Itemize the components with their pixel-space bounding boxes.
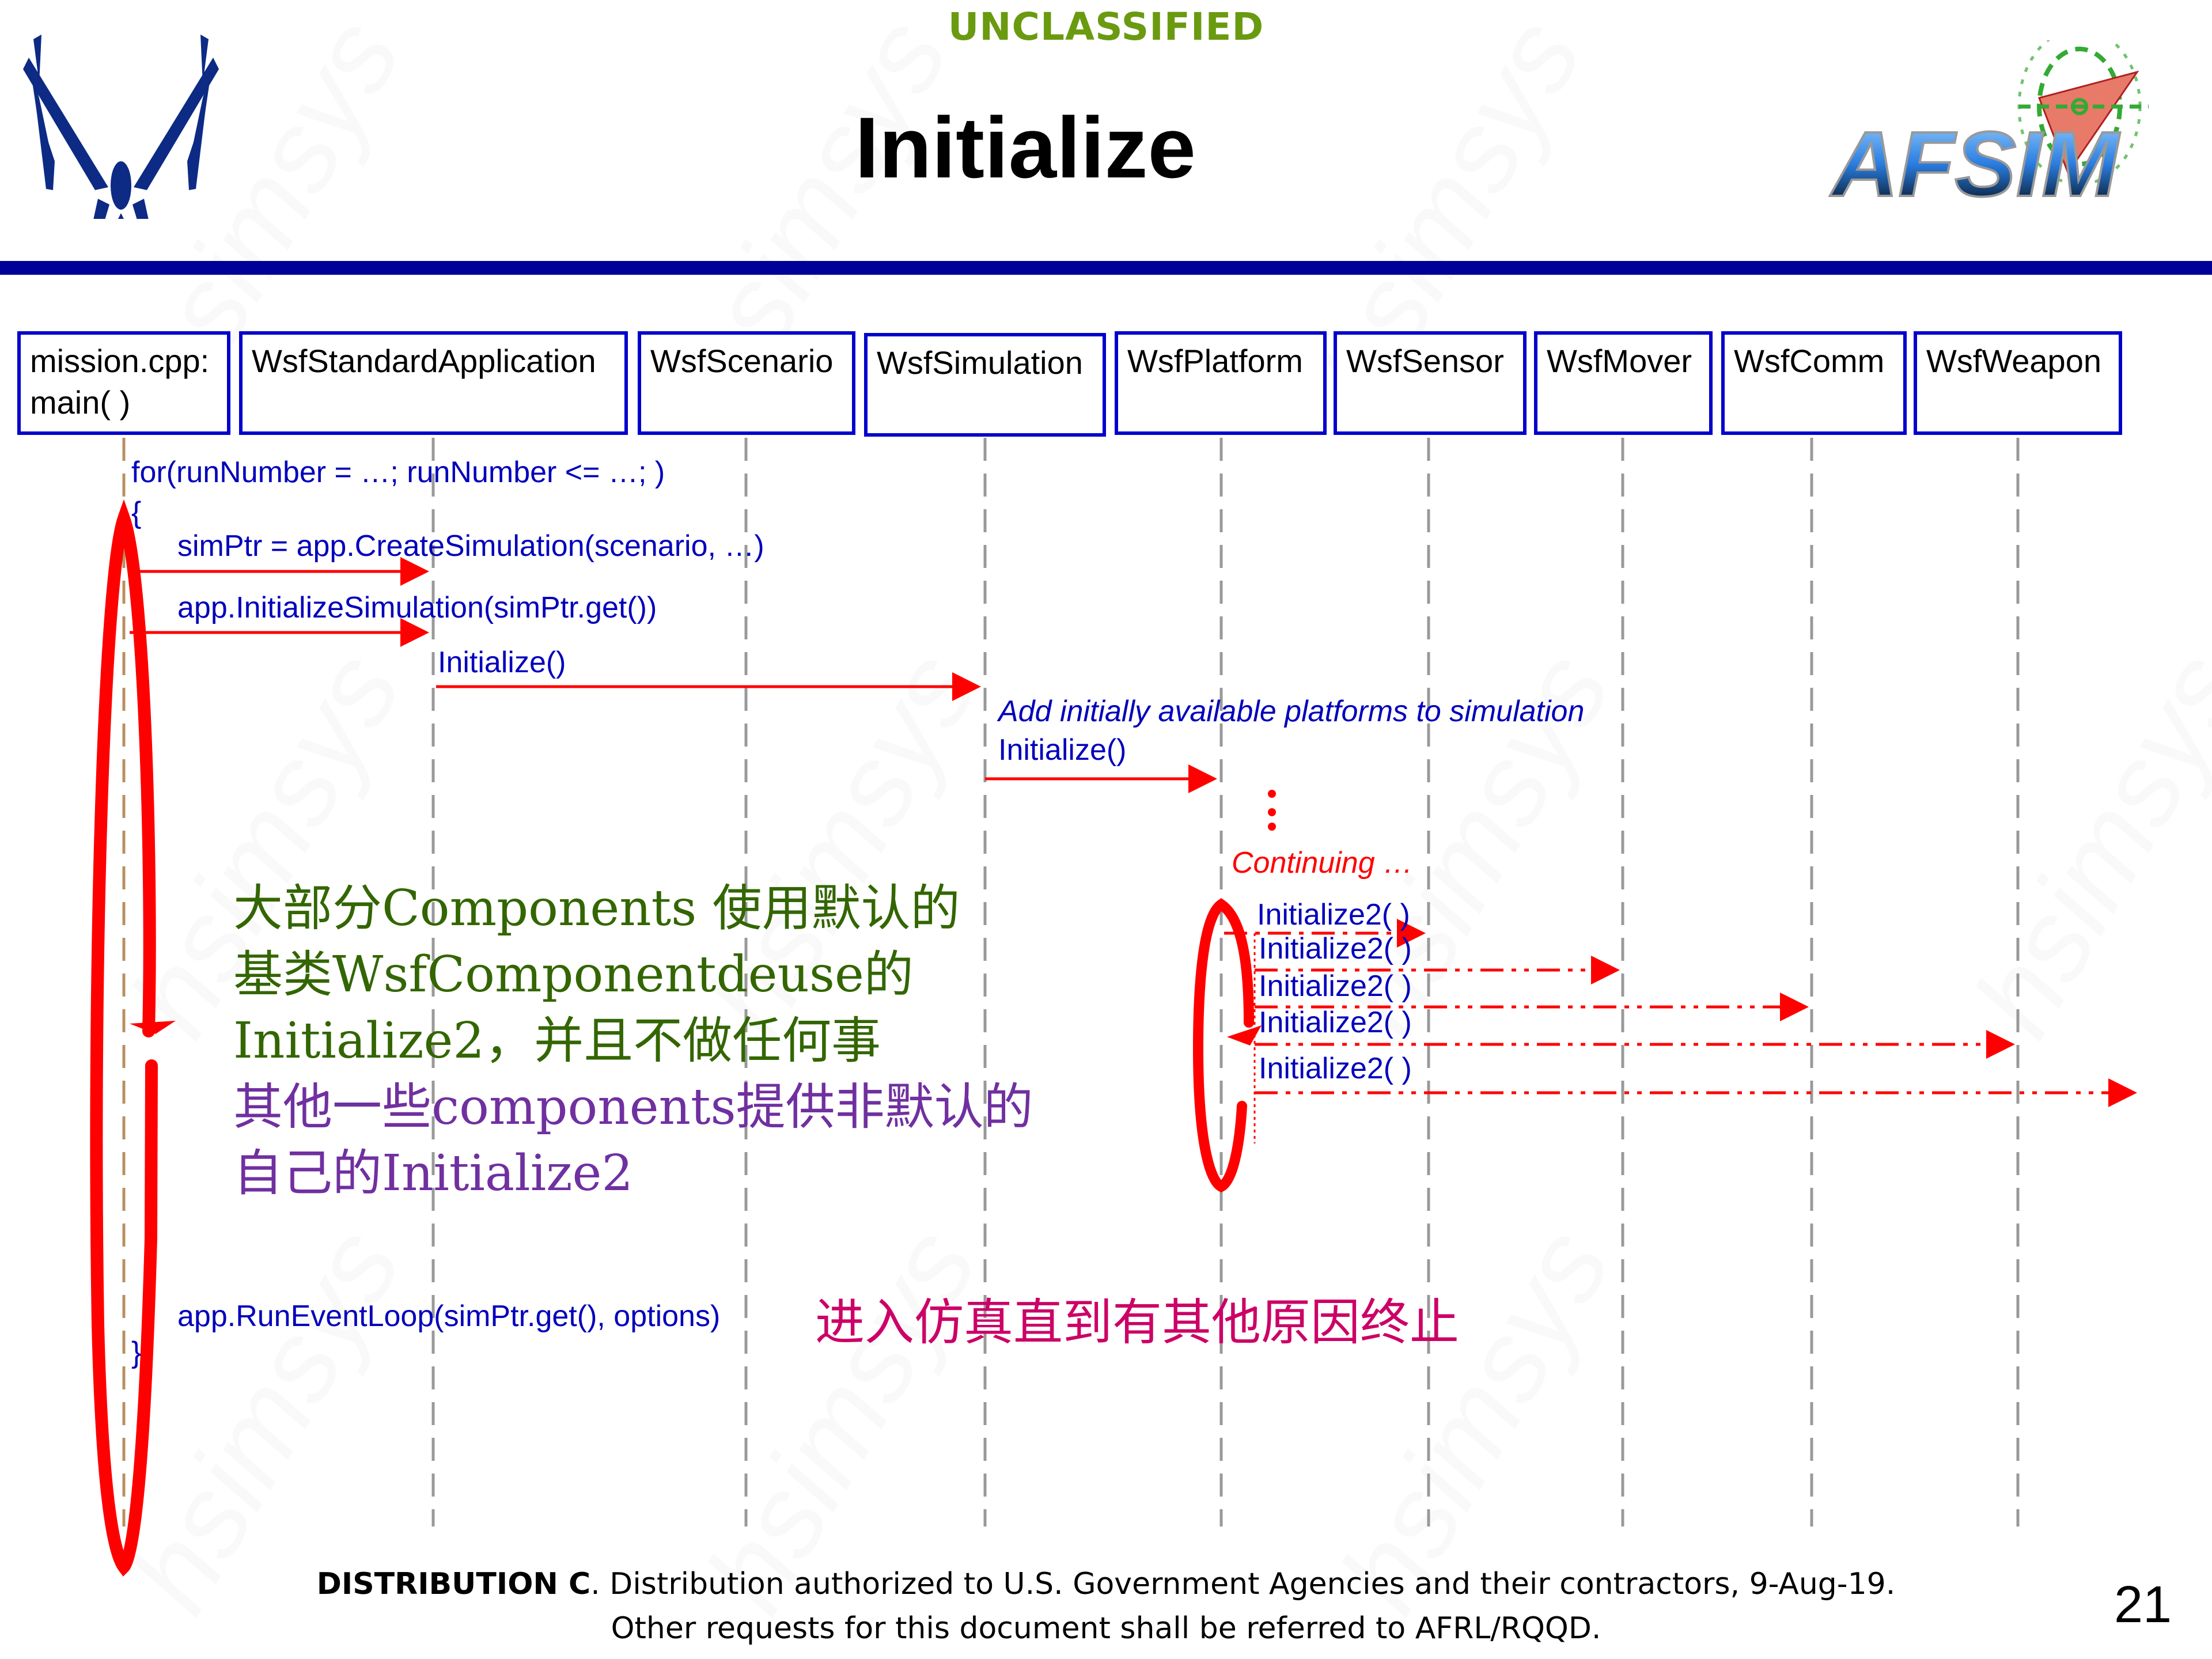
lifeline-label: WsfStandardApplication: [252, 343, 596, 379]
lifeline-label: mission.cpp: main( ): [30, 343, 210, 421]
note-default-initialize2-line3: Initialize2，并且不做任何事: [233, 1012, 881, 1070]
distribution-text: . Distribution authorized to U.S. Govern…: [590, 1567, 1896, 1601]
lifeline-wsf-comm[interactable]: WsfComm: [1721, 331, 1907, 435]
initialize2-weapon-message: Initialize2( ): [1259, 1006, 1412, 1039]
lifeline-wsf-simulation[interactable]: WsfSimulation: [864, 333, 1106, 437]
lifeline-label: WsfMover: [1547, 343, 1692, 379]
component-loop-arrow: [1192, 898, 1254, 1193]
create-simulation-message: simPtr = app.CreateSimulation(scenario, …: [177, 529, 764, 563]
lifeline-wsf-mover[interactable]: WsfMover: [1534, 331, 1713, 435]
header-divider: [0, 261, 2212, 275]
note-custom-initialize2-line1: 其他一些components提供非默认的: [233, 1078, 1033, 1136]
distribution-label: DISTRIBUTION C: [316, 1567, 591, 1601]
afsim-logo: AFSIM: [1828, 40, 2149, 213]
initialize2-comm-message: Initialize2( ): [1259, 969, 1412, 1003]
initialize-simulation-message: app.InitializeSimulation(simPtr.get()): [177, 591, 657, 624]
platform-initialize-message: Initialize(): [998, 733, 1127, 767]
lifeline-wsf-sensor[interactable]: WsfSensor: [1334, 331, 1527, 435]
initialize2-sensor-message: Initialize2( ): [1257, 898, 1410, 931]
lifeline-mission-main[interactable]: mission.cpp: main( ): [17, 331, 230, 435]
run-loop-arrow: [90, 499, 158, 1577]
afsim-logo-text: AFSIM: [1830, 112, 2120, 213]
continuing-note: Continuing …: [1232, 846, 1414, 880]
lifeline-label: WsfComm: [1734, 343, 1885, 379]
note-default-initialize2-line2: 基类WsfComponentdeuse的: [233, 946, 914, 1003]
lifeline-label: WsfSensor: [1346, 343, 1504, 379]
usaf-wings-logo: [23, 35, 219, 219]
simulation-initialize-message: Initialize(): [438, 646, 566, 679]
page-number: 21: [2114, 1576, 2172, 1634]
classification-banner: UNCLASSIFIED: [948, 5, 1264, 49]
distribution-statement-line2: Other requests for this document shall b…: [611, 1611, 1601, 1646]
close-brace: }: [131, 1336, 142, 1369]
open-brace: {: [131, 496, 142, 529]
note-custom-initialize2-line2: 自己的Initialize2: [233, 1145, 634, 1202]
initialize2-other-message: Initialize2( ): [1259, 1052, 1412, 1085]
slide-title: Initialize: [855, 99, 1196, 196]
note-run-until-termination: 进入仿真直到有其他原因终止: [815, 1294, 1459, 1351]
for-loop-label: for(runNumber = …; runNumber <= …; ): [131, 456, 665, 489]
distribution-statement-line1: DISTRIBUTION C. Distribution authorized …: [0, 1567, 2212, 1601]
note-default-initialize2-line1: 大部分Components 使用默认的: [233, 880, 960, 937]
run-event-loop-message: app.RunEventLoop(simPtr.get(), options): [177, 1300, 721, 1333]
lifeline-label: WsfScenario: [650, 343, 834, 379]
lifeline-wsf-weapon[interactable]: WsfWeapon: [1914, 331, 2122, 435]
lifeline-label: WsfSimulation: [877, 344, 1083, 381]
lifeline-label: WsfPlatform: [1127, 343, 1303, 379]
lifeline-label: WsfWeapon: [1926, 343, 2101, 379]
add-platforms-note: Add initially available platforms to sim…: [998, 695, 1585, 728]
lifeline-wsf-scenario[interactable]: WsfScenario: [638, 331, 855, 435]
lifeline-wsf-platform[interactable]: WsfPlatform: [1115, 331, 1327, 435]
lifeline-dashes: [122, 438, 2020, 1527]
lifeline-wsf-standard-application[interactable]: WsfStandardApplication: [239, 331, 628, 435]
initialize2-mover-message: Initialize2( ): [1259, 932, 1412, 965]
